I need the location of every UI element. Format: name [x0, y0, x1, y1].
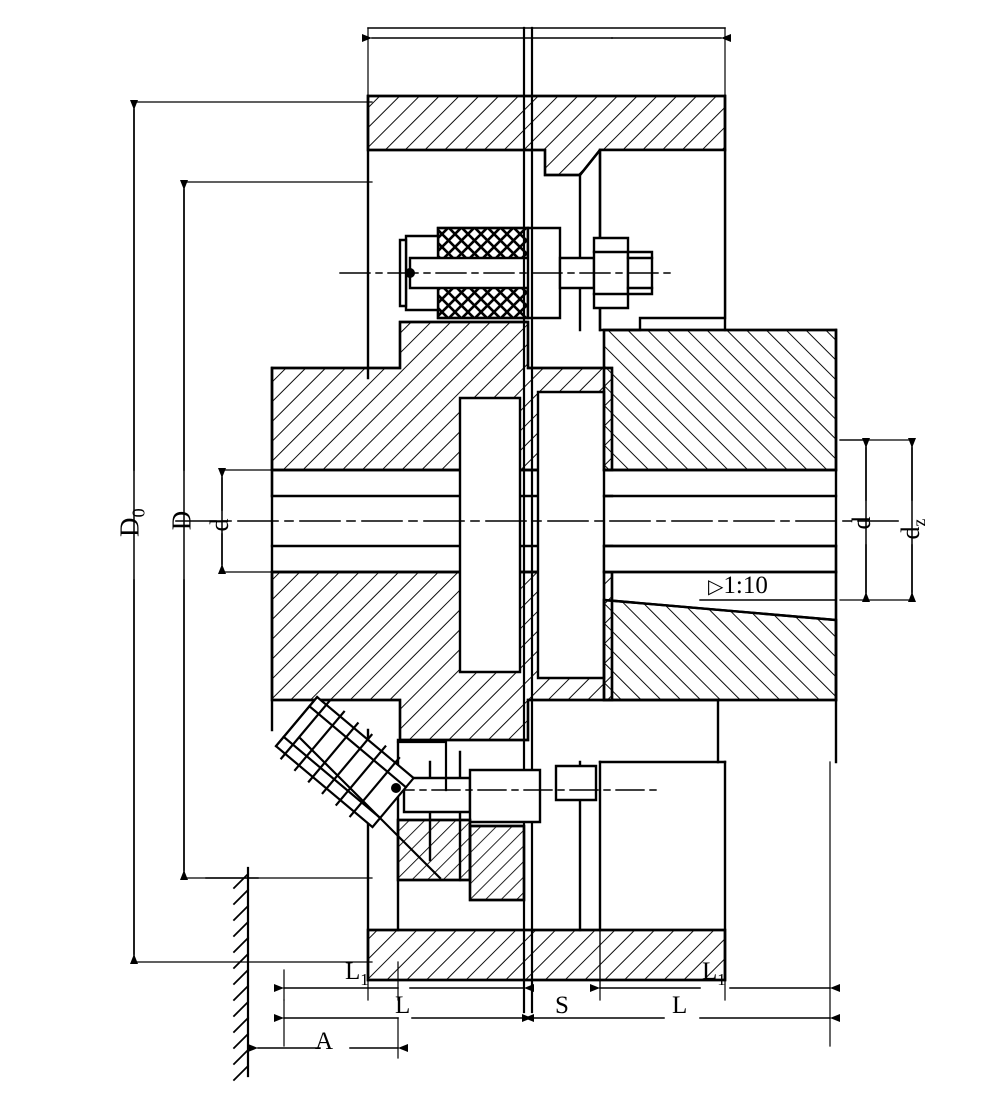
dim-label-A: A [315, 1028, 334, 1055]
right-hub-lower [602, 544, 838, 702]
dim-D0 [130, 100, 373, 964]
dim-L1-right [590, 761, 840, 1047]
taper-symbol-icon: ▷ [708, 576, 724, 598]
dim-label-D0: D0 [114, 508, 149, 538]
dim-dz [839, 438, 916, 602]
dim-label-L-right: L [672, 992, 688, 1019]
centre-spacer [458, 390, 606, 680]
dim-label-dz: dz [895, 518, 930, 540]
lower-hub-recess-hatch [396, 818, 526, 902]
right-hub-upper [602, 328, 838, 472]
lower-pin-recess [339, 764, 661, 824]
dim-label-L-left: L [395, 992, 411, 1019]
dim-label-L1-right: L1 [702, 958, 726, 989]
datum-ground-symbol [205, 866, 259, 1082]
dim-label-d-right: d [847, 516, 876, 530]
dim-L1-left [274, 961, 534, 1001]
dim-label-L1-left: L1 [345, 958, 369, 989]
elastic-sleeve-pin-assembly [339, 226, 673, 320]
taper-callout: ▷1:10 [708, 572, 768, 599]
dim-label-d-left: d [205, 518, 234, 532]
dim-L-left [274, 999, 534, 1047]
dim-label-S: S [555, 992, 569, 1019]
dim-label-D: D [166, 510, 197, 531]
outer-rim-bottom [366, 928, 727, 982]
set-screw [274, 695, 448, 880]
dim-top-width [362, 27, 731, 97]
dim-d-left [218, 468, 279, 574]
dim-A [248, 1017, 408, 1059]
